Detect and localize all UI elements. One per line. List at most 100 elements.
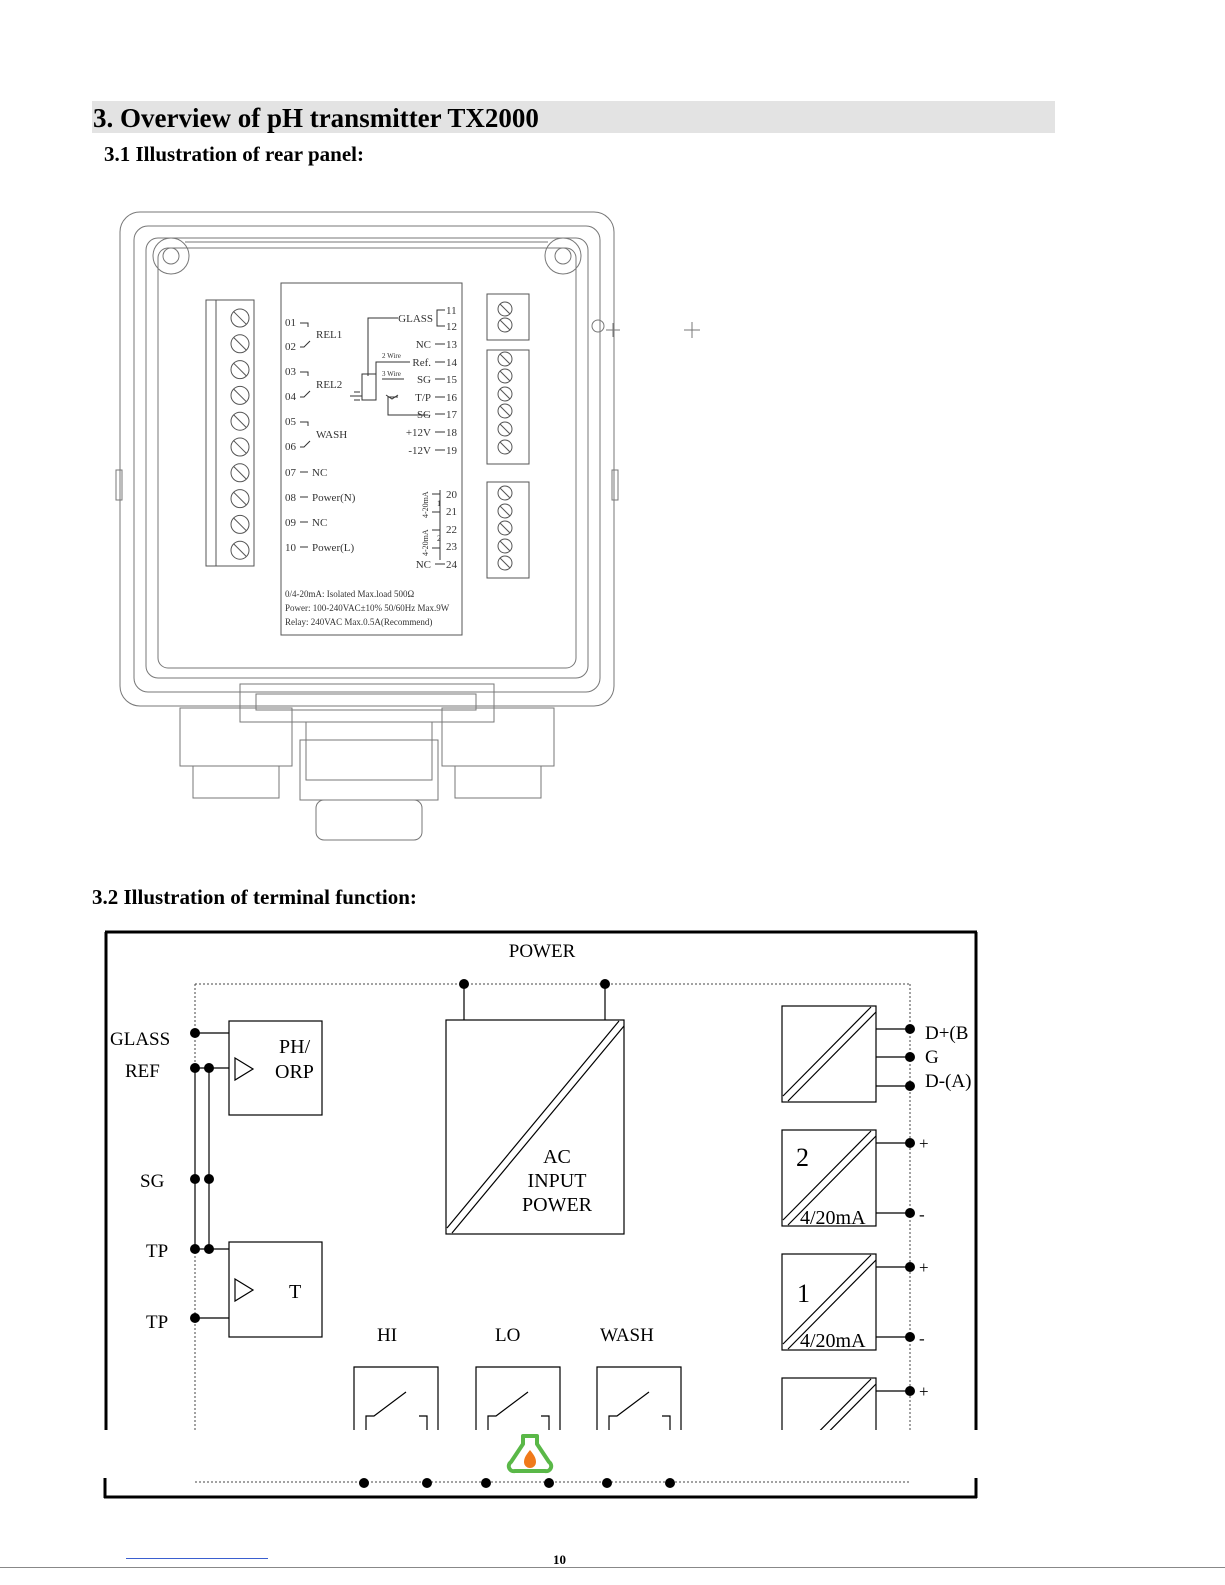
relay-label-wash: WASH [316, 429, 347, 441]
terminal-07-label: NC [312, 467, 327, 479]
rt-14-num: 14 [446, 357, 458, 369]
rt-16-num: 16 [446, 392, 458, 404]
terminal-01: 01 [285, 317, 296, 329]
spec-line-power: Power: 100-240VAC±10% 50/60Hz Max.9W [285, 603, 450, 613]
label-tp-1: TP [146, 1241, 168, 1262]
section-heading-rear-panel: 3.1 Illustration of rear panel: [104, 142, 364, 166]
label-d-minus: D-(A) [925, 1071, 971, 1092]
rt-22-num: 22 [446, 524, 457, 536]
ph-block-label-1: PH/ [279, 1036, 311, 1058]
rt-21-num: 21 [446, 506, 457, 518]
loop-label-1: 1 [437, 499, 441, 508]
rt-24-num: 24 [446, 559, 458, 571]
right-screw [497, 421, 513, 437]
current-label-1: 4-20mA [421, 491, 430, 518]
out2-plus: + [919, 1134, 929, 1153]
rt-17-num: 17 [446, 409, 458, 421]
label-sg: SG [140, 1171, 165, 1192]
left-terminal-screws [230, 308, 250, 560]
t-block-label: T [289, 1281, 301, 1303]
rt-16-name: T/P [415, 392, 431, 404]
terminal-02: 02 [285, 341, 296, 353]
terminal-function-diagram: POWER GLASS REF SG TP TP D+(B G D-(A) HI… [103, 930, 978, 1499]
power-label: POWER [509, 941, 576, 962]
page-heading: 3. Overview of pH transmitter TX2000 [93, 103, 539, 133]
rt-23-num: 23 [446, 541, 458, 553]
rt-20-num: 20 [446, 489, 458, 501]
rt-13-num: 13 [446, 339, 458, 351]
right-screw [497, 368, 513, 384]
rt-12-num: 12 [446, 321, 457, 333]
footer-link[interactable] [126, 1558, 268, 1559]
heading-bar [92, 101, 1055, 133]
left-screw [230, 385, 250, 405]
left-screw [230, 437, 250, 457]
terminal-08: 08 [285, 492, 297, 504]
left-screw [230, 514, 250, 534]
out2-label: 4/20mA [800, 1207, 866, 1229]
loop-label-2: 2 [437, 534, 441, 543]
section-heading-terminal-function: 3.2 Illustration of terminal function: [92, 885, 417, 909]
out1-plus: + [919, 1258, 929, 1277]
rt-18-name: +12V [406, 427, 431, 439]
terminal-04: 04 [285, 391, 297, 403]
out0-plus: + [919, 1382, 929, 1401]
out2-number: 2 [796, 1143, 809, 1172]
terminal-06: 06 [285, 441, 297, 453]
terminal-10-label: Power(L) [312, 542, 354, 554]
flask-logo-icon [506, 1434, 554, 1474]
current-label-2: 4-20mA [421, 529, 430, 556]
terminal-05: 05 [285, 416, 297, 428]
relay-label-lo: LO [495, 1325, 520, 1346]
left-screw [230, 334, 250, 354]
right-screw [497, 555, 513, 571]
label-tp-2: TP [146, 1312, 168, 1333]
terminal-09: 09 [285, 517, 297, 529]
right-screw [497, 403, 513, 419]
out1-label: 4/20mA [800, 1330, 866, 1352]
wire-label-2: 2 Wire [382, 352, 401, 360]
relay-label-hi: HI [377, 1325, 397, 1346]
spec-line-relay: Relay: 240VAC Max.0.5A(Recommend) [285, 617, 432, 627]
right-terminal-screws [497, 301, 513, 571]
terminal-08-label: Power(N) [312, 492, 356, 504]
label-plate [280, 282, 463, 636]
relay-label-rel2: REL2 [316, 379, 342, 391]
rt-14-name: Ref. [412, 357, 431, 369]
right-screw [497, 503, 513, 519]
right-screw [497, 538, 513, 554]
right-screw [497, 386, 513, 402]
rt-19-num: 19 [446, 445, 458, 457]
footer-rule [0, 1567, 1225, 1568]
rt-15-num: 15 [446, 374, 458, 386]
wire-label-3: 3 Wire [382, 370, 401, 378]
rt-18-num: 18 [446, 427, 458, 439]
ac-block-label-1: AC [543, 1146, 571, 1168]
ac-block-label-2: INPUT [528, 1170, 587, 1192]
left-screw [230, 360, 250, 380]
ph-block-label-2: ORP [275, 1061, 314, 1083]
rear-panel-drawing: 01 02 03 04 05 06 07 NC 08 Power(N) 09 N… [115, 211, 700, 841]
rt-11-num: 11 [446, 305, 457, 317]
rt-19-name: -12V [408, 445, 431, 457]
relay-label-rel1: REL1 [316, 329, 342, 341]
rt-11-name: GLASS [398, 313, 433, 325]
out1-number: 1 [797, 1279, 810, 1308]
terminal-09-label: NC [312, 517, 327, 529]
label-ref: REF [125, 1061, 160, 1082]
left-screw [230, 489, 250, 509]
page-number: 10 [553, 1552, 566, 1567]
label-glass: GLASS [110, 1029, 170, 1050]
right-screw [497, 520, 513, 536]
label-g: G [925, 1047, 939, 1068]
label-d-plus: D+(B [925, 1023, 968, 1044]
rt-24-name: NC [416, 559, 431, 571]
right-screw [497, 439, 513, 455]
left-screw [230, 463, 250, 483]
rt-15-name: SG [417, 374, 431, 386]
rt-13-name: NC [416, 339, 431, 351]
right-screw [497, 317, 513, 333]
ac-block-label-3: POWER [522, 1194, 593, 1216]
relay-label-wash: WASH [600, 1325, 654, 1346]
out1-minus: - [919, 1329, 925, 1348]
